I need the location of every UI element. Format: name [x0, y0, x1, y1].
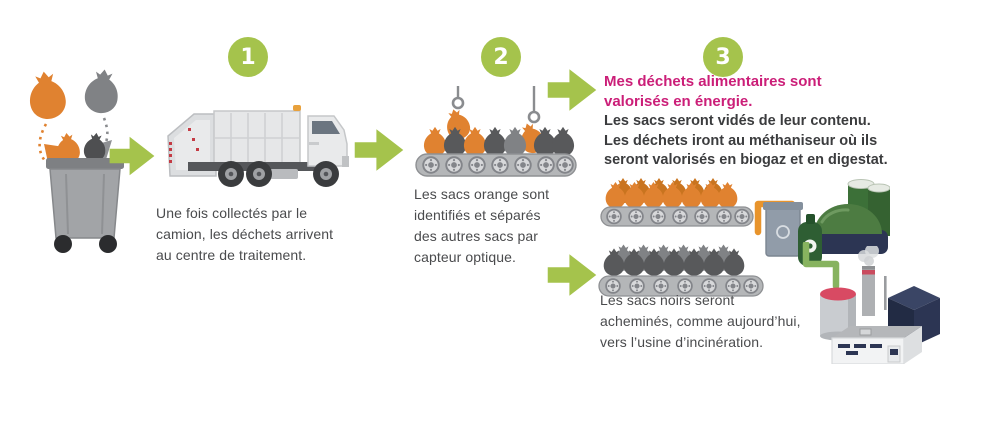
- main-building-icon: [831, 326, 922, 364]
- step-2-caption: Les sacs orange sont identifiés et sépar…: [414, 186, 550, 265]
- step-2-badge: 2: [481, 37, 521, 77]
- sorting-conveyor-illustration: [415, 86, 577, 177]
- wheelie-bin-icon: [46, 158, 124, 253]
- bags-on-sorting-belt: [423, 126, 575, 157]
- black-bags-caption: Les sacs noirs seront acheminés, comme a…: [600, 292, 801, 350]
- incineration-plant-illustration: [820, 246, 940, 364]
- step-1-badge: 1: [228, 37, 268, 77]
- step-1-caption: Une fois collectés par le camion, les dé…: [156, 205, 334, 263]
- step-3-number: 3: [715, 44, 731, 70]
- optical-grabber-right: [515, 86, 548, 157]
- step-2-number: 2: [493, 44, 509, 70]
- sorting-belt: [415, 153, 577, 177]
- truck-beacon-icon: [293, 105, 301, 111]
- truck-wheels: [218, 161, 339, 187]
- truck-fuel-tank: [270, 169, 298, 179]
- trash-bags-and-bin-illustration: [26, 67, 124, 253]
- step-3-body: Les sacs seront vidés de leur contenu. L…: [604, 113, 888, 169]
- truck-body: [213, 105, 301, 165]
- garbage-truck-illustration: [167, 105, 349, 187]
- flow-arrow-to-incineration: [546, 247, 598, 303]
- optical-grabber-left: [442, 86, 473, 142]
- feed-bin-icon: [763, 202, 803, 257]
- flow-arrow-truck-to-sorting: [353, 118, 405, 182]
- step-1-number: 1: [240, 44, 256, 70]
- flow-arrow-to-energy: [546, 62, 598, 118]
- chimney-icon: [862, 266, 887, 316]
- orange-bags-row: [605, 178, 738, 209]
- grey-bag-icon: [83, 67, 121, 115]
- step-3-badge: 3: [703, 37, 743, 77]
- orange-bag-conveyor-illustration: [600, 178, 754, 227]
- black-belt: [598, 275, 764, 297]
- flow-arrow-bin-to-truck: [108, 127, 156, 185]
- orange-belt: [600, 206, 754, 227]
- orange-bag-icon: [26, 69, 69, 122]
- step-3-headline: Mes déchets alimentaires sont valorisés …: [604, 73, 822, 111]
- black-bag-conveyor-illustration: [598, 244, 764, 297]
- black-bags-row: [603, 244, 745, 276]
- biogas-pipe: [802, 242, 840, 288]
- truck-hopper: [167, 113, 217, 177]
- chimney-smoke-icon: [858, 246, 879, 266]
- truck-cab: [307, 115, 349, 167]
